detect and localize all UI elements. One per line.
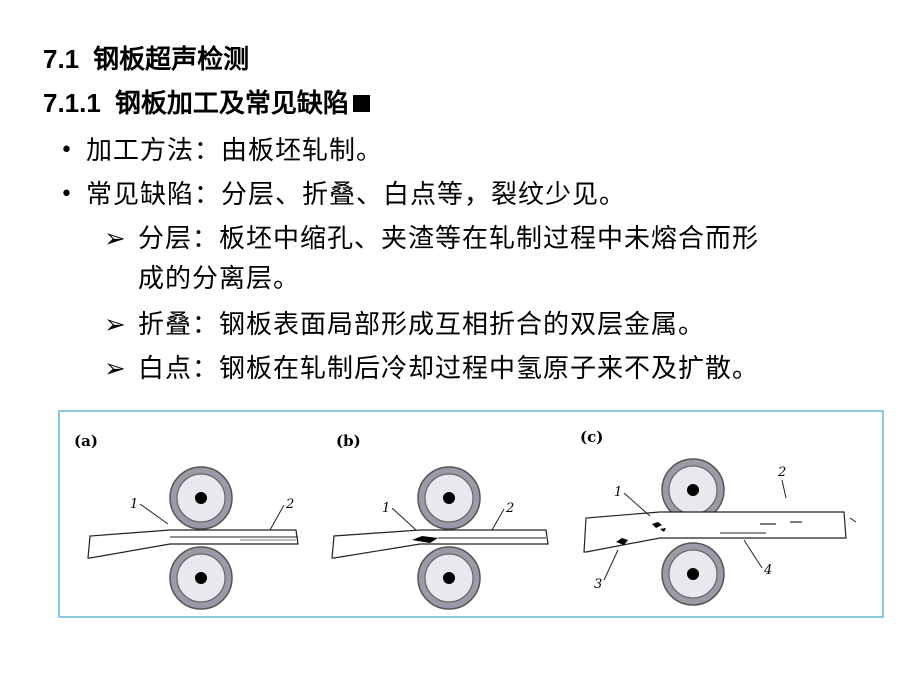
sub-bullet-white-spot: 白点：钢板在轧制后冷却过程中氢原子来不及扩散。 (138, 354, 760, 384)
subsection-number: 7.1.1 (43, 88, 101, 118)
annotation-a-2: 2 (285, 497, 294, 512)
square-bullet-icon (352, 95, 370, 112)
section-heading: 7.1 钢板超声检测 (43, 44, 249, 74)
lower-roll-icon (661, 542, 725, 606)
sub-bullet-lamination-line2: 成的分离层。 (138, 264, 301, 294)
bullet-common-defects: 常见缺陷：分层、折叠、白点等，裂纹少见。 (86, 180, 627, 210)
arrow-bullet-icon: ➢ (104, 224, 126, 254)
annotation-c-3: 3 (594, 577, 602, 592)
rolling-diagram: (a) 1 2 (b) 1 2 (c) (74, 428, 857, 610)
bullet-dot-icon: • (60, 182, 73, 207)
arrow-bullet-icon: ➢ (104, 354, 126, 384)
lower-roll-icon (417, 546, 481, 610)
subsection-heading: 7.1.1 钢板加工及常见缺陷 (43, 88, 370, 118)
annotation-c-2: 2 (777, 465, 786, 480)
bullet-dot-icon: • (60, 138, 73, 163)
lower-roll-icon (169, 546, 233, 610)
panel-c: (c) 1 2 3 4 (580, 428, 857, 606)
annotation-b-2: 2 (505, 501, 514, 516)
panel-b-label: (b) (336, 432, 361, 450)
panel-a: (a) 1 2 (74, 432, 299, 610)
upper-roll-icon (169, 466, 233, 530)
upper-roll-icon (417, 466, 481, 530)
panel-c-label: (c) (580, 428, 603, 446)
bullet-processing-method: 加工方法：由板坯轧制。 (86, 136, 384, 166)
panel-b: (b) 1 2 (331, 432, 549, 610)
subsection-title: 钢板加工及常见缺陷 (114, 88, 349, 118)
sub-bullet-lamination-line1: 分层：板坯中缩孔、夹渣等在轧制过程中未熔合而形 (138, 224, 760, 254)
rolling-defects-figure: (a) 1 2 (b) 1 2 (c) (58, 410, 884, 618)
annotation-a-1: 1 (130, 497, 138, 512)
sub-bullet-fold: 折叠：钢板表面局部形成互相折合的双层金属。 (138, 310, 706, 340)
annotation-c-4: 4 (763, 563, 772, 578)
section-number: 7.1 (43, 44, 80, 74)
arrow-bullet-icon: ➢ (104, 310, 126, 340)
annotation-b-1: 1 (382, 501, 390, 516)
section-title: 钢板超声检测 (93, 44, 250, 74)
annotation-c-1: 1 (614, 485, 622, 500)
panel-a-label: (a) (74, 432, 98, 450)
